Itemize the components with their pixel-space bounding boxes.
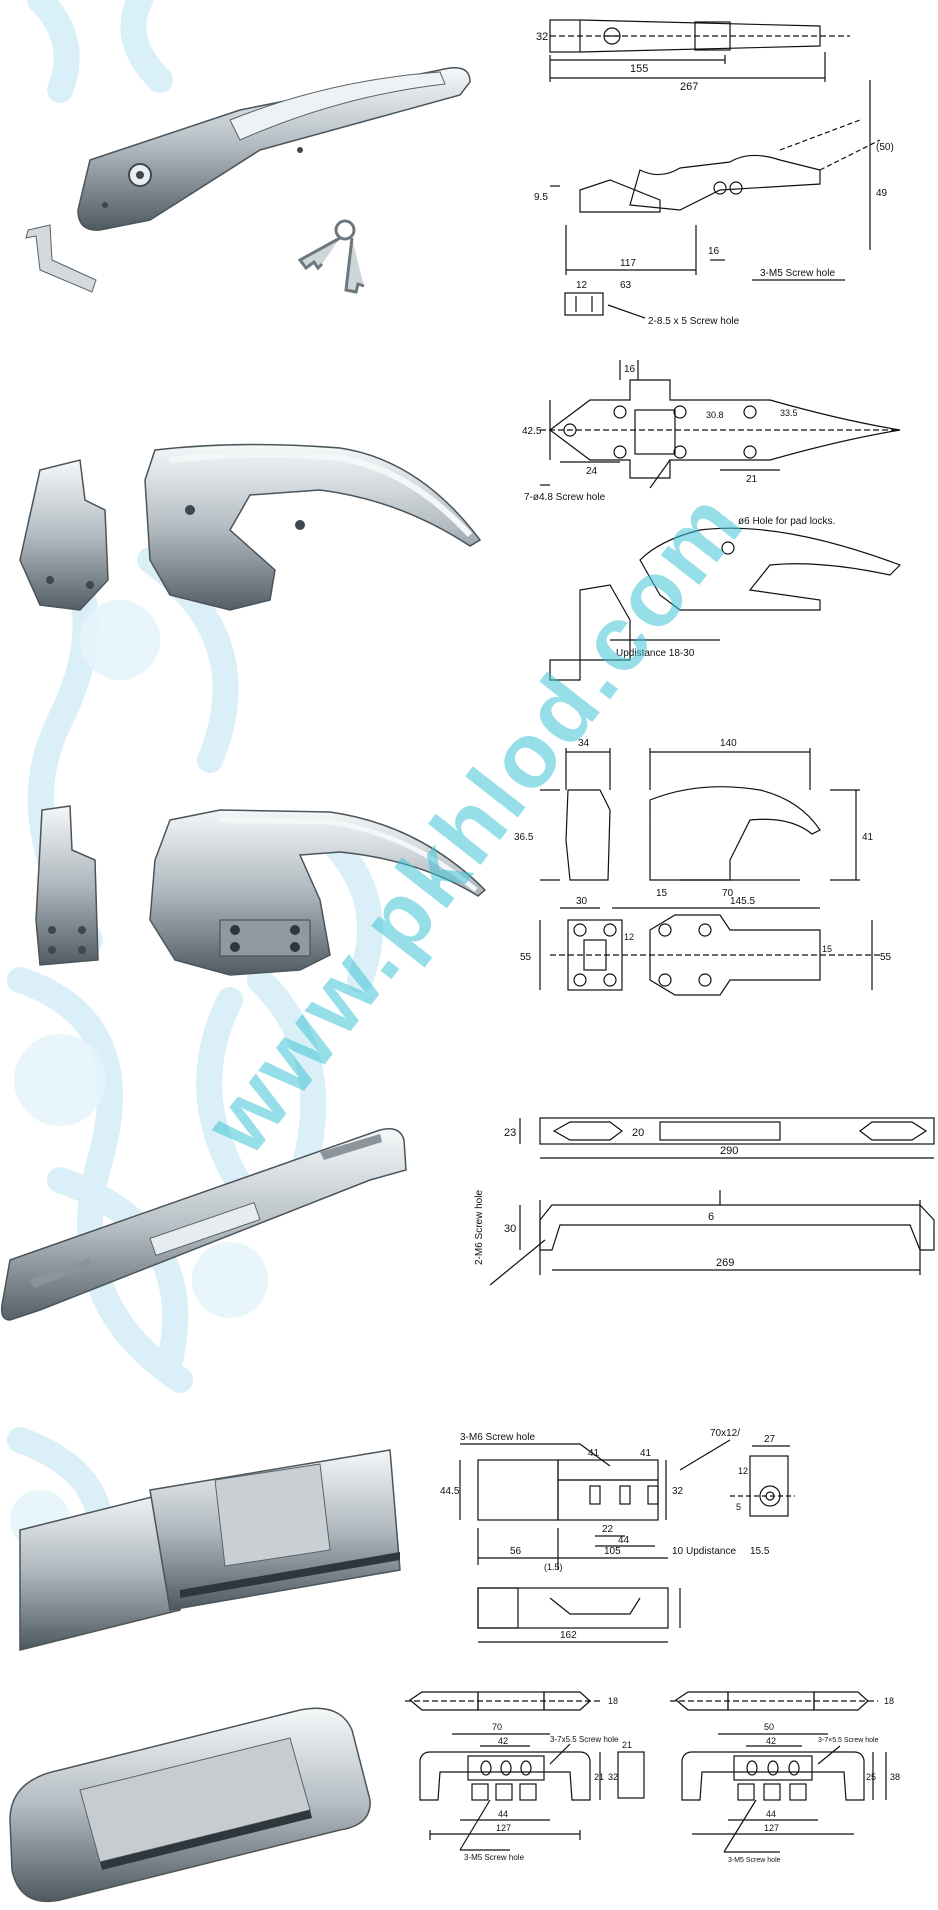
note-label: 3-M5 Screw hole	[728, 1857, 781, 1864]
dim-label: 44.5	[440, 1486, 460, 1497]
product-pull-bar-handle: 23 20 290 30 6 269 2-M6 Screw hole	[0, 1100, 938, 1400]
dim-label: 41	[588, 1448, 600, 1459]
note-label: 3-M6 Screw hole	[460, 1432, 535, 1443]
note-label: 7-ø4.8 Screw hole	[524, 492, 606, 503]
dim-label: 30	[576, 896, 588, 907]
dim-label: (50)	[876, 142, 894, 153]
dim-label: 70x12/	[710, 1428, 740, 1439]
dim-label: 117	[620, 258, 636, 269]
dim-label: 70	[492, 1722, 502, 1732]
note-label: Updistance 18-30	[616, 648, 695, 659]
flush-hinge-drawing-b: 18 50 42 3-7×5.5 Screw hole 25 38 44 127…	[670, 1691, 900, 1864]
dim-label: 155	[630, 63, 648, 75]
dim-label: 44	[498, 1809, 508, 1819]
dim-label: 27	[764, 1434, 776, 1445]
dim-label: 21	[594, 1772, 604, 1782]
dim-label: 44	[766, 1809, 776, 1819]
dim-label: 145.5	[730, 896, 755, 907]
dim-label: 25	[866, 1772, 876, 1782]
dim-label: 5	[736, 1502, 741, 1512]
dim-label: 269	[716, 1257, 734, 1269]
product-box-latch: 3-M6 Screw hole 70x12/ 41 41 44.5 32 22 …	[0, 1420, 938, 1660]
flush-hinge-photo	[9, 1707, 371, 1903]
dim-label: 9.5	[534, 192, 548, 203]
note-label: Updistance	[686, 1546, 736, 1557]
dim-label: 20	[632, 1127, 644, 1139]
dim-label: 267	[680, 81, 698, 93]
dim-label: 49	[876, 188, 888, 199]
dim-label: 15.5	[750, 1546, 770, 1557]
dim-label: 30	[504, 1223, 516, 1235]
dim-label: 127	[496, 1823, 511, 1833]
product-curved-latch-handle: 16 42.5 30.8 33.5 24 21 7-ø4.8 Screw hol…	[0, 360, 938, 700]
product-flush-hinge-handle: 18 70 42 3-7x5.5 Screw hole 21 21 32 44 …	[0, 1680, 938, 1910]
dim-label: 55	[880, 952, 892, 963]
note-label: 3-M5 Screw hole	[464, 1853, 525, 1862]
dim-label: 18	[608, 1696, 618, 1706]
dim-label: 12	[738, 1466, 748, 1476]
dim-label: 24	[586, 466, 598, 477]
cam-latch-photo	[35, 805, 487, 976]
dim-label: (1.5)	[544, 1562, 563, 1572]
dim-label: 70	[722, 888, 734, 899]
dim-label: 140	[720, 738, 737, 749]
dim-label: 18	[884, 1696, 894, 1706]
dim-label: 36.5	[514, 832, 534, 843]
note-label: 3-M5 Screw hole	[760, 268, 835, 279]
dim-label: 32	[672, 1486, 684, 1497]
note-label: 3-7×5.5 Screw hole	[818, 1737, 879, 1744]
pull-bar-photo	[0, 1128, 407, 1321]
dim-label: 127	[764, 1823, 779, 1833]
product-cam-latch-handle: 34 140 36.5 41 15 70 30 145.5 55 12 15 5…	[0, 730, 938, 1070]
product-lock-handle-with-key: 32 155 267 9.5 117 16 12 63 49 (50) 3-M5…	[0, 0, 938, 340]
dim-label: 55	[520, 952, 532, 963]
pull-bar-drawing: 23 20 290 30 6 269 2-M6 Screw hole	[474, 1117, 935, 1286]
dim-label: 21	[746, 474, 758, 485]
note-label: 2-M6 Screw hole	[474, 1190, 485, 1265]
dim-label: 21	[622, 1740, 632, 1750]
curved-latch-photo	[19, 443, 482, 611]
dim-label: 50	[764, 1722, 774, 1732]
box-latch-photo	[19, 1449, 401, 1651]
note-label: 2-8.5 x 5 Screw hole	[648, 316, 740, 327]
dim-label: 42	[766, 1736, 776, 1746]
dim-label: 33.5	[780, 408, 798, 418]
dim-label: 63	[620, 280, 632, 291]
dim-label: 42.5	[522, 426, 542, 437]
dim-label: 10	[672, 1546, 684, 1557]
lock-handle-drawing: 32 155 267 9.5 117 16 12 63 49 (50) 3-M5…	[534, 19, 894, 327]
dim-label: 44	[618, 1535, 630, 1546]
note-label: ø6 Hole for pad locks.	[738, 516, 835, 527]
curved-latch-drawing: 16 42.5 30.8 33.5 24 21 7-ø4.8 Screw hol…	[522, 360, 902, 681]
flush-hinge-drawing-a: 18 70 42 3-7x5.5 Screw hole 21 21 32 44 …	[405, 1691, 645, 1862]
box-latch-drawing: 3-M6 Screw hole 70x12/ 41 41 44.5 32 22 …	[440, 1428, 795, 1643]
dim-label: 162	[560, 1630, 577, 1641]
note-label: 3-7x5.5 Screw hole	[550, 1735, 619, 1744]
dim-label: 32	[608, 1772, 618, 1782]
dim-label: 16	[624, 364, 636, 375]
dim-label: 32	[536, 31, 548, 43]
lock-handle-photo	[25, 67, 471, 294]
dim-label: 22	[602, 1524, 614, 1535]
dim-label: 38	[890, 1772, 900, 1782]
dim-label: 41	[862, 832, 874, 843]
dim-label: 23	[504, 1127, 516, 1139]
dim-label: 56	[510, 1546, 522, 1557]
dim-label: 30.8	[706, 410, 724, 420]
dim-label: 12	[576, 280, 588, 291]
dim-label: 290	[720, 1145, 738, 1157]
dim-label: 34	[578, 738, 590, 749]
dim-label: 16	[708, 246, 720, 257]
dim-label: 15	[822, 944, 832, 954]
dim-label: 105	[604, 1546, 621, 1557]
dim-label: 42	[498, 1736, 508, 1746]
dim-label: 6	[708, 1211, 714, 1223]
cam-latch-drawing: 34 140 36.5 41 15 70 30 145.5 55 12 15 5…	[514, 738, 892, 996]
dim-label: 15	[656, 888, 668, 899]
dim-label: 12	[624, 932, 634, 942]
dim-label: 41	[640, 1448, 652, 1459]
